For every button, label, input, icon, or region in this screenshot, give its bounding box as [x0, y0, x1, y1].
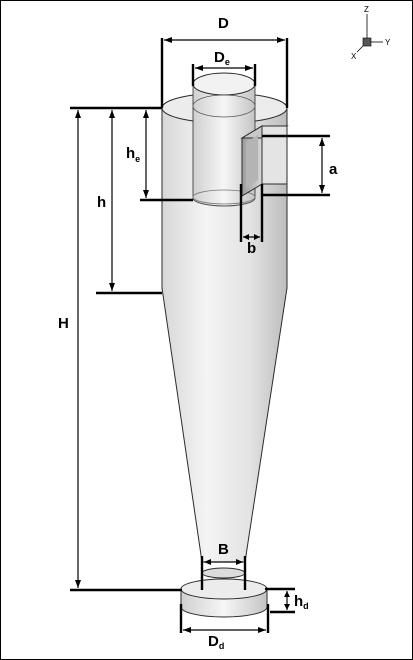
dust-outlet-ellipse — [201, 567, 246, 579]
dimension-b — [239, 184, 264, 242]
label-he: he — [126, 145, 140, 164]
vortex-finder-tube — [192, 84, 256, 207]
dust-chamber-top — [180, 578, 268, 600]
vortex-finder-bottom — [192, 189, 256, 205]
axis-x-label: X — [351, 52, 357, 61]
label-b: b — [247, 240, 256, 257]
inlet-opening — [246, 135, 258, 188]
inlet-side-face — [261, 125, 288, 185]
label-H: H — [58, 315, 69, 332]
label-hd: hd — [294, 593, 309, 611]
dimension-he — [143, 110, 149, 198]
dimension-a — [262, 134, 330, 197]
dimension-hd — [265, 587, 295, 614]
dimension-B — [200, 556, 247, 590]
label-B: B — [218, 541, 229, 558]
vortex-finder-rim — [192, 94, 256, 118]
dimension-Dd — [179, 604, 270, 633]
dimension-H — [75, 110, 81, 588]
vortex-finder-top — [192, 72, 256, 96]
dimension-h — [109, 110, 115, 291]
label-D: D — [218, 15, 229, 32]
dimension-De — [191, 64, 257, 86]
dimension-D — [160, 37, 289, 108]
axis-triad-icon: Z Y X — [351, 5, 391, 61]
label-h: h — [97, 194, 106, 211]
axis-y-label: Y — [385, 38, 391, 47]
label-De: De — [214, 49, 230, 67]
label-Dd: Dd — [208, 633, 224, 651]
axis-z-label: Z — [364, 5, 369, 14]
label-a: a — [329, 161, 338, 178]
